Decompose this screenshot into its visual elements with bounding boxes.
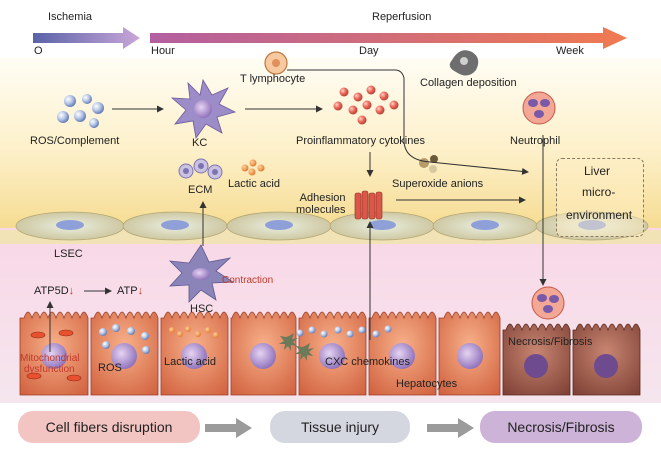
atp-label: ATP↓ xyxy=(117,285,144,297)
liver-microenvironment-box xyxy=(556,158,644,237)
t-lymphocyte-label: T lymphocyte xyxy=(240,73,306,85)
flow-arrows xyxy=(46,69,547,352)
superoxide-icon xyxy=(419,155,438,173)
mito-dysfunction-label-line1: Mitochondrial xyxy=(20,353,80,364)
reperfusion-arrow xyxy=(150,27,627,49)
lsec-label: LSEC xyxy=(54,248,83,260)
neutrophil-infiltrating xyxy=(531,286,565,320)
reperfusion-label: Reperfusion xyxy=(372,11,432,23)
necrosis-fibrosis-cell-label: Necrosis/Fibrosis xyxy=(508,336,593,348)
sinusoid-band xyxy=(0,58,661,228)
neutrophil-label: Neutrophil xyxy=(510,135,561,147)
contraction-label: Contraction xyxy=(222,275,274,286)
t-lymphocyte-cell xyxy=(264,51,288,75)
collagen-label: Collagen deposition xyxy=(420,77,517,89)
liver-label-line1: Liver xyxy=(584,164,611,178)
adhesion-molecules-label: Adhesion molecules xyxy=(296,192,346,217)
liver-label-line2: micro- xyxy=(582,185,616,199)
stage-arrow-1 xyxy=(205,418,252,438)
cytokines-label: Proinflammatory cytokines xyxy=(296,135,425,147)
ros-complement-label: ROS/Complement xyxy=(30,135,120,147)
lactic-acid-top-label: Lactic acid xyxy=(228,178,280,190)
ecm-label: ECM xyxy=(188,184,213,196)
ros-label: ROS xyxy=(98,362,122,374)
lactic-acid-bottom-label: Lactic acid xyxy=(164,356,216,368)
hsc-cell xyxy=(168,244,235,303)
stage-tissue-injury: Tissue injury xyxy=(270,411,410,443)
kc-label: KC xyxy=(192,137,208,149)
tick-hour: Hour xyxy=(151,45,175,57)
kc-cell xyxy=(170,78,237,140)
hsc-label: HSC xyxy=(190,303,214,315)
stage-cell-fibers-disruption: Cell fibers disruption xyxy=(18,411,200,443)
stage-arrow-2 xyxy=(427,418,474,438)
lactic-acid-dots xyxy=(241,159,265,176)
cytokines-cluster xyxy=(333,85,399,125)
tick-0: O xyxy=(34,45,43,57)
ischemia-arrow xyxy=(33,27,140,49)
ischemia-label: Ischemia xyxy=(48,11,93,23)
neutrophil-cell xyxy=(522,91,556,125)
hepatocytes-label: Hepatocytes xyxy=(396,378,458,390)
adhesion-molecules xyxy=(354,190,383,220)
tick-week: Week xyxy=(556,45,584,57)
tick-day: Day xyxy=(359,45,379,57)
stage-necrosis-fibrosis: Necrosis/Fibrosis xyxy=(480,411,642,443)
hepatocyte-layer xyxy=(19,311,641,396)
liver-label-line3: environment xyxy=(566,208,633,222)
collagen-icon xyxy=(449,50,479,76)
ecm-cells xyxy=(178,158,223,180)
cxc-chemokines-label: CXC chemokines xyxy=(325,356,410,368)
ros-complement-spheres xyxy=(57,94,104,128)
mito-dysfunction-label-line2: dysfunction xyxy=(24,364,75,375)
superoxide-label: Superoxide anions xyxy=(392,178,484,190)
atp5d-label: ATP5D↓ xyxy=(34,285,75,297)
